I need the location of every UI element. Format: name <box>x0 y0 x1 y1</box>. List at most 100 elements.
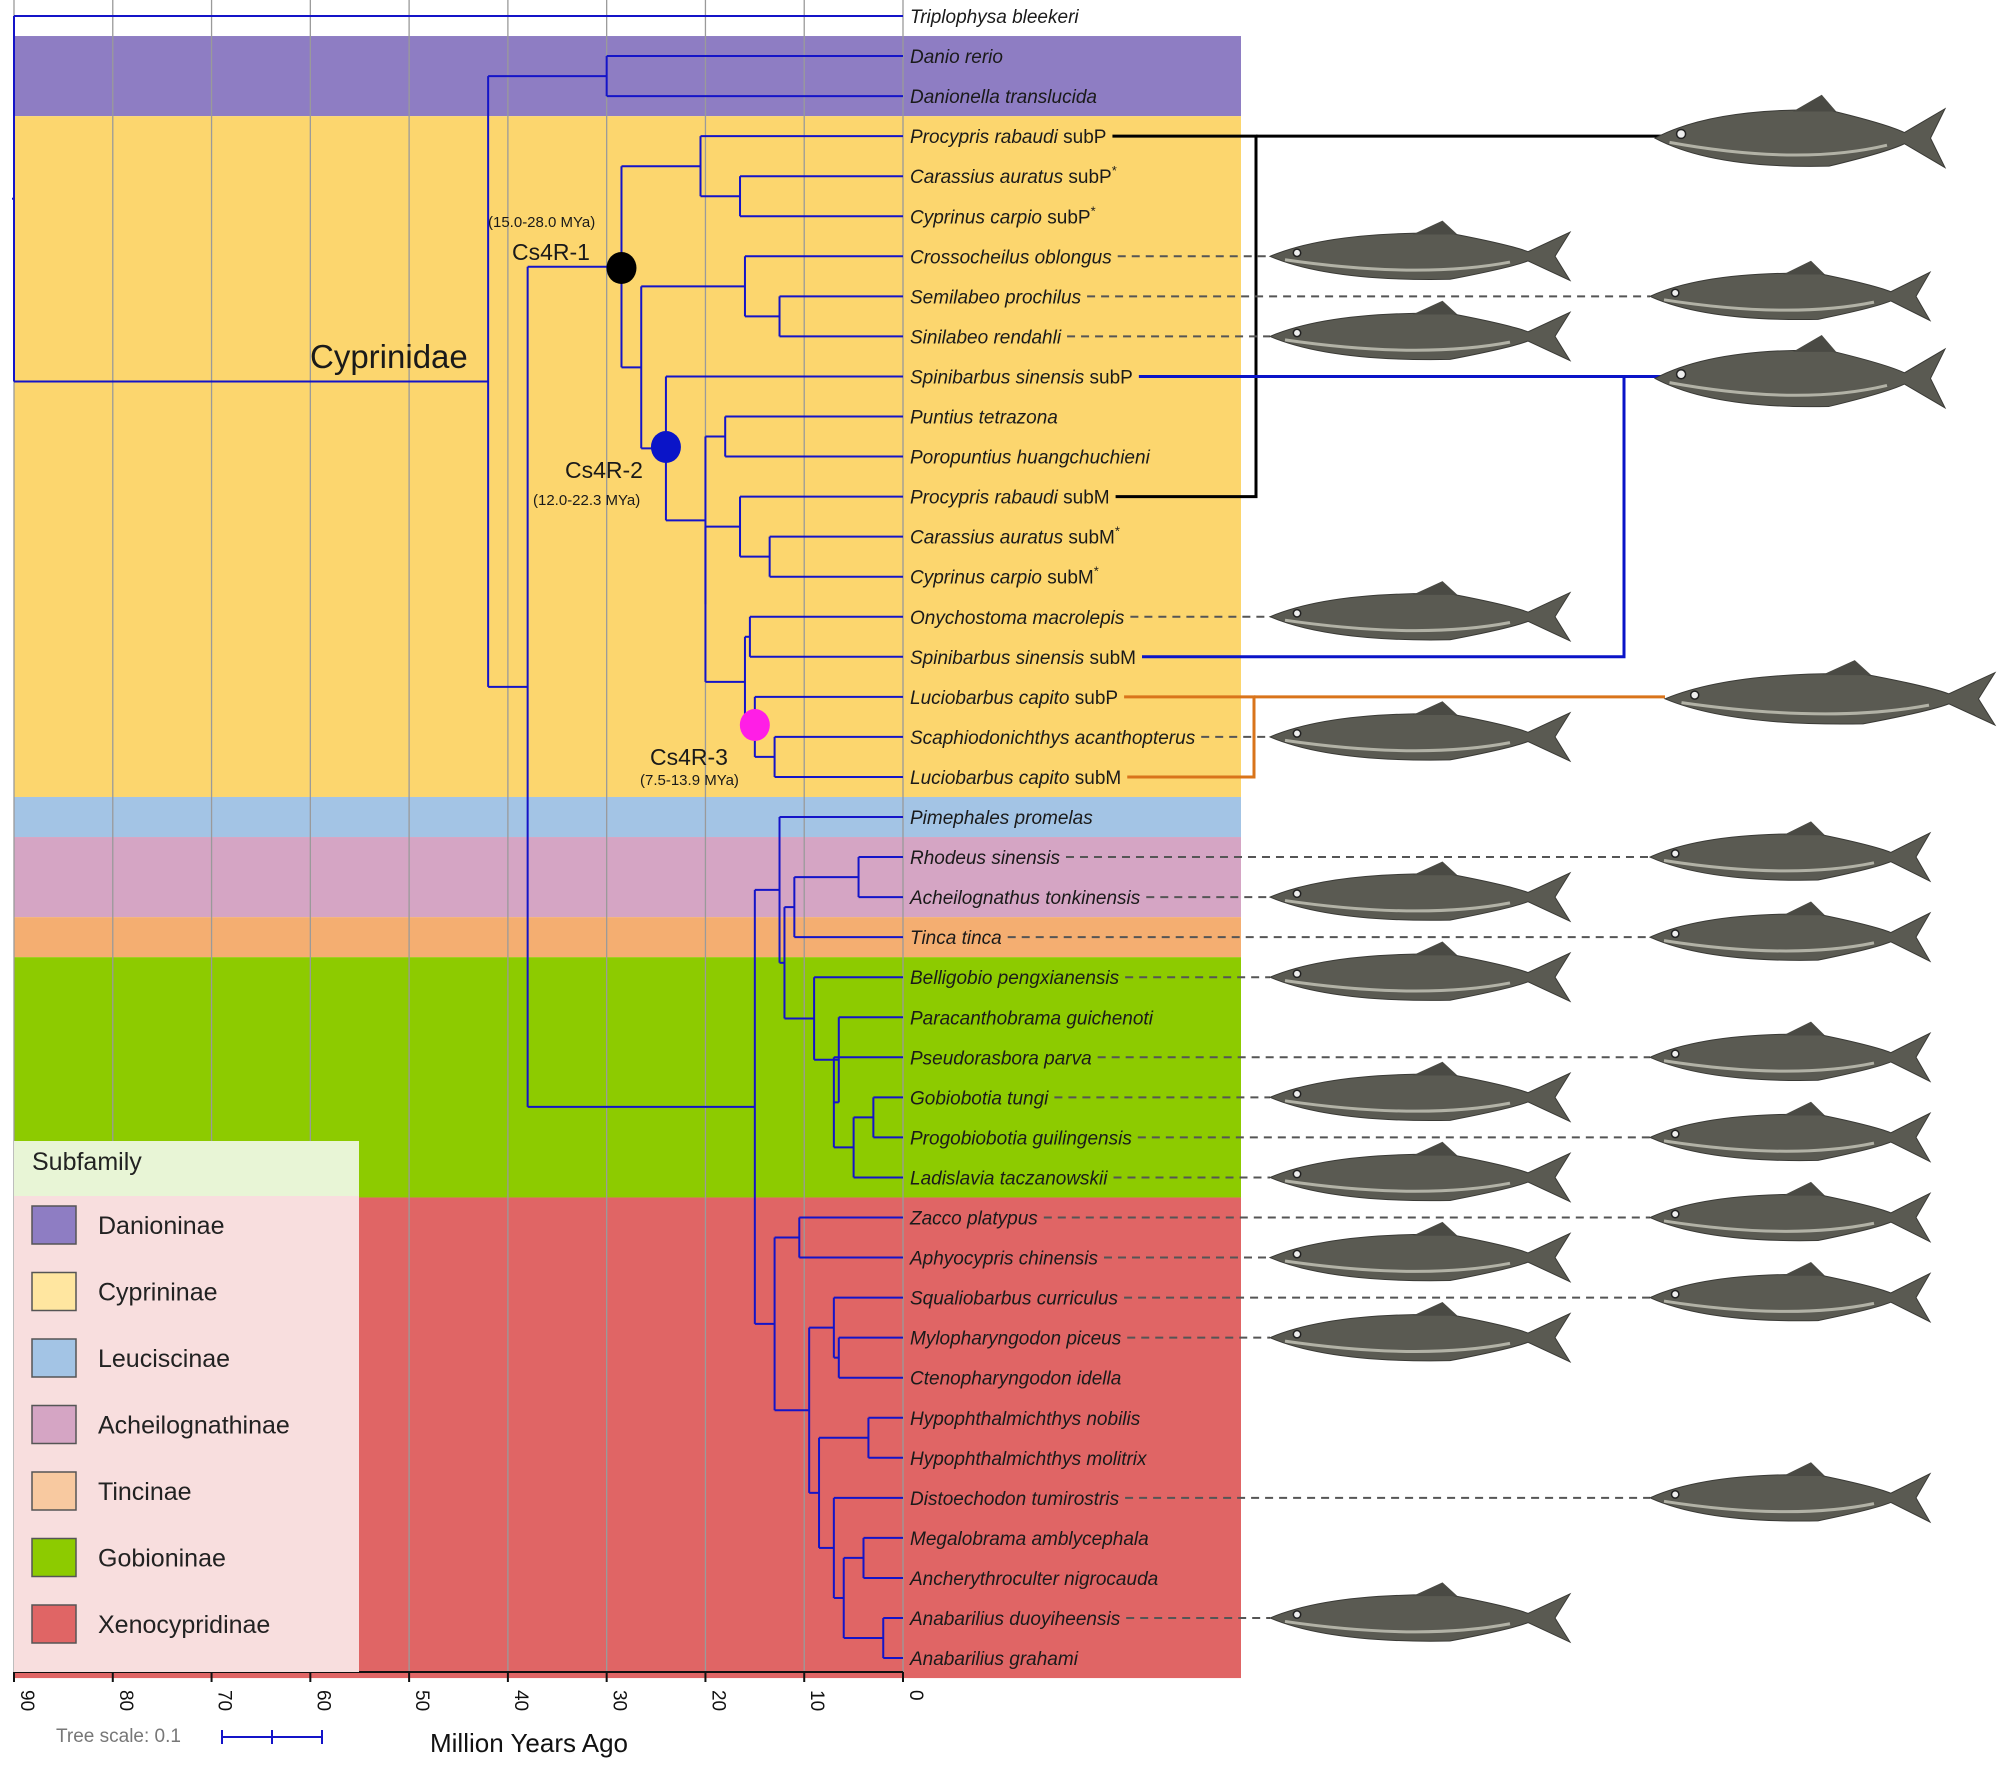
fish-body <box>1268 311 1572 362</box>
fish-belly <box>1284 258 1511 272</box>
homeolog-bracket <box>1124 695 1256 779</box>
tip-label: Spinibarbus sinensis subM <box>910 648 1136 669</box>
fish-body <box>1648 1272 1932 1323</box>
tip-label: Pseudorasbora parva <box>910 1048 1092 1069</box>
fish-body <box>1268 591 1572 643</box>
fish-eye <box>1670 1289 1680 1299</box>
legend-label: Danioninae <box>98 1212 225 1240</box>
legend-title-box <box>14 1141 359 1196</box>
fish-body <box>1268 1072 1572 1123</box>
axis-tick-label: 10 <box>806 1690 827 1711</box>
tip-label: Anabarilius grahami <box>909 1649 1079 1670</box>
tip-label: Rhodeus sinensis <box>910 848 1060 869</box>
fish-dorsal-fin <box>1412 1141 1458 1156</box>
fish-photo <box>1648 1021 1932 1083</box>
fish-photo <box>1648 1181 1932 1243</box>
fish-photo <box>1268 1061 1572 1123</box>
fish-dorsal-fin <box>1783 1101 1825 1116</box>
fish-body <box>1653 107 1947 169</box>
fish-belly <box>1681 701 1930 716</box>
fish-dorsal-fin <box>1412 1582 1458 1597</box>
legend-label: Tincinae <box>98 1478 192 1506</box>
legend-label: Gobioninae <box>98 1545 226 1573</box>
fish-dorsal-fin <box>1792 94 1837 112</box>
tip-label: Progobiobotia guilingensis <box>910 1128 1132 1149</box>
fish-body <box>1268 230 1572 282</box>
tip-label: Acheilognathus tonkinensis <box>909 888 1141 909</box>
fish-eye <box>1292 729 1302 738</box>
tip-label: Belligobio pengxianensis <box>910 968 1120 989</box>
tip-label: Luciobarbus capito subP <box>910 688 1118 709</box>
fish-photo <box>1648 1462 1932 1524</box>
tip-label: Hypophthalmichthys molitrix <box>910 1449 1148 1470</box>
fish-eye <box>1689 690 1700 700</box>
homeolog-pair-connectors <box>1112 134 1670 779</box>
tip-label: Danio rerio <box>910 47 1003 68</box>
tip-label: Semilabeo prochilus <box>910 287 1082 308</box>
fish-belly <box>1284 738 1511 753</box>
tip-label: Ladislavia taczanowskii <box>910 1168 1108 1189</box>
fish-photo <box>1268 861 1572 923</box>
fish-belly <box>1663 298 1875 312</box>
band-leuciscinae <box>14 796 1241 838</box>
fish-photo <box>1268 1141 1572 1203</box>
fish-body <box>1268 711 1572 763</box>
tip-label: Procypris rabaudi subP <box>910 127 1106 148</box>
fish-belly <box>1284 618 1511 633</box>
axis-tick-label: 90 <box>16 1690 37 1711</box>
fish-belly <box>1663 1499 1875 1514</box>
tip-label: Danionella translucida <box>910 87 1097 108</box>
tip-label: Carassius auratus subM* <box>910 524 1120 549</box>
fish-eye <box>1670 1129 1680 1139</box>
legend-swatch <box>31 1338 77 1378</box>
fish-dorsal-fin <box>1412 1302 1458 1316</box>
tip-label: Procypris rabaudi subM <box>910 488 1110 509</box>
tip-label: Gobiobotia tungi <box>910 1088 1049 1109</box>
fish-body <box>1268 951 1572 1003</box>
fish-belly <box>1663 859 1875 873</box>
fish-dorsal-fin <box>1412 220 1458 235</box>
legend-swatch <box>31 1537 77 1578</box>
fish-belly <box>1663 1059 1875 1073</box>
axis-tick-label: 0 <box>905 1690 926 1701</box>
fish-eye <box>1292 1089 1302 1099</box>
fish-eye <box>1675 128 1687 140</box>
homeolog-bracket <box>1112 134 1258 499</box>
homeolog-bracket <box>1138 374 1626 659</box>
fish-dorsal-fin <box>1783 260 1825 275</box>
fish-eye <box>1670 1209 1680 1219</box>
tip-label: Pimephales promelas <box>910 808 1093 829</box>
legend-swatch <box>31 1471 77 1511</box>
fish-belly <box>1284 1619 1511 1634</box>
wgd-node-label: Cs4R-3 <box>650 744 728 770</box>
fish-eye <box>1292 889 1302 899</box>
tip-label: Onychostoma macrolepis <box>910 608 1125 629</box>
band-danioninae <box>14 36 1241 117</box>
tip-label: Ancherythroculter nigrocauda <box>909 1569 1158 1590</box>
node-annotations: Cyprinidae Cs4R-1(15.0-28.0 MYa)Cs4R-2(1… <box>310 214 770 789</box>
fish-belly <box>1284 899 1511 913</box>
tip-label: Paracanthobrama guichenoti <box>910 1008 1154 1029</box>
fish-dorsal-fin <box>1412 1221 1458 1236</box>
fish-body <box>1648 831 1932 883</box>
fish-belly <box>1284 1339 1511 1353</box>
wgd-node-marker <box>739 709 770 741</box>
fish-photo <box>1663 660 1997 727</box>
fish-photo <box>1268 1221 1572 1283</box>
wgd-node-range: (12.0-22.3 MYa) <box>533 492 640 509</box>
band-cyprininae <box>14 116 1241 797</box>
fish-photo <box>1648 821 1932 883</box>
axis-tick-label: 80 <box>115 1690 136 1711</box>
fish-body <box>1648 1192 1932 1243</box>
fish-belly <box>1663 1299 1875 1313</box>
tip-label: Squaliobarbus curriculus <box>910 1289 1119 1310</box>
fish-body <box>1648 1472 1932 1524</box>
fish-photos <box>1007 94 1997 1644</box>
axis-tick-label: 50 <box>411 1690 432 1711</box>
fish-photo <box>1268 941 1572 1003</box>
tip-label: Cyprinus carpio subM* <box>910 564 1099 589</box>
fish-eye <box>1675 369 1687 380</box>
fish-belly <box>1663 1139 1875 1153</box>
